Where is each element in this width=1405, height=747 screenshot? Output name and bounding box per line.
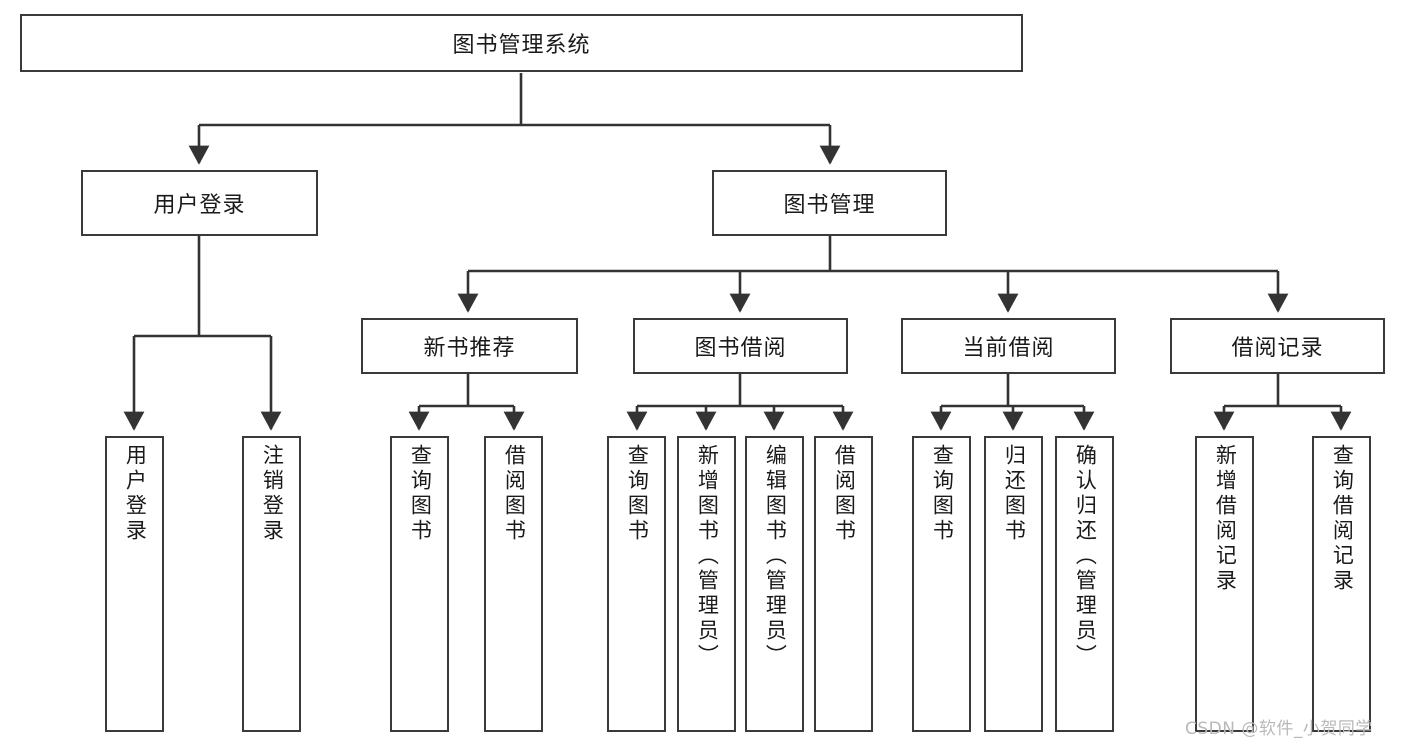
leaf-add-book[interactable]: 新增图书（管理员）	[677, 436, 736, 732]
leaf-query-book-1[interactable]: 查询图书	[390, 436, 449, 732]
watermark: CSDN @软件_小贺同学	[1185, 719, 1373, 739]
leaf-user-login[interactable]: 用户登录	[105, 436, 164, 732]
node-book-borrow-label: 图书借阅	[694, 336, 787, 361]
leaf-confirm-return[interactable]: 确认归还（管理员）	[1055, 436, 1114, 732]
node-book-manage-label: 图书管理	[783, 193, 876, 218]
leaf-borrow-book-2[interactable]: 借阅图书	[814, 436, 873, 732]
leaf-edit-book[interactable]: 编辑图书（管理员）	[745, 436, 804, 732]
leaf-query-record[interactable]: 查询借阅记录	[1312, 436, 1371, 732]
leaf-query-book-1-label: 查询图书	[408, 444, 433, 544]
node-user-login-label: 用户登录	[153, 193, 246, 218]
node-current-borrow[interactable]: 当前借阅	[901, 318, 1116, 374]
leaf-add-record[interactable]: 新增借阅记录	[1195, 436, 1254, 732]
leaf-logout[interactable]: 注销登录	[242, 436, 301, 732]
node-user-login[interactable]: 用户登录	[81, 170, 318, 236]
node-book-borrow[interactable]: 图书借阅	[633, 318, 848, 374]
node-root-label: 图书管理系统	[452, 33, 591, 58]
node-new-book-recommend[interactable]: 新书推荐	[361, 318, 578, 374]
leaf-query-book-3[interactable]: 查询图书	[912, 436, 971, 732]
leaf-confirm-return-label: 确认归还（管理员）	[1073, 444, 1098, 669]
leaf-edit-book-label: 编辑图书（管理员）	[763, 444, 788, 669]
node-book-manage[interactable]: 图书管理	[712, 170, 947, 236]
leaf-add-record-label: 新增借阅记录	[1213, 444, 1238, 594]
leaf-query-record-label: 查询借阅记录	[1330, 444, 1355, 594]
node-new-book-recommend-label: 新书推荐	[423, 336, 516, 361]
leaf-logout-label: 注销登录	[260, 444, 285, 544]
node-root[interactable]: 图书管理系统	[20, 14, 1023, 72]
node-current-borrow-label: 当前借阅	[962, 336, 1055, 361]
node-borrow-record-label: 借阅记录	[1231, 336, 1324, 361]
leaf-query-book-2-label: 查询图书	[625, 444, 650, 544]
leaf-borrow-book-2-label: 借阅图书	[832, 444, 857, 544]
leaf-query-book-2[interactable]: 查询图书	[607, 436, 666, 732]
leaf-user-login-label: 用户登录	[123, 444, 148, 544]
leaf-borrow-book-1-label: 借阅图书	[502, 444, 527, 544]
leaf-return-book[interactable]: 归还图书	[984, 436, 1043, 732]
node-borrow-record[interactable]: 借阅记录	[1170, 318, 1385, 374]
leaf-borrow-book-1[interactable]: 借阅图书	[484, 436, 543, 732]
leaf-return-book-label: 归还图书	[1002, 444, 1027, 544]
leaf-add-book-label: 新增图书（管理员）	[695, 444, 720, 669]
leaf-query-book-3-label: 查询图书	[930, 444, 955, 544]
